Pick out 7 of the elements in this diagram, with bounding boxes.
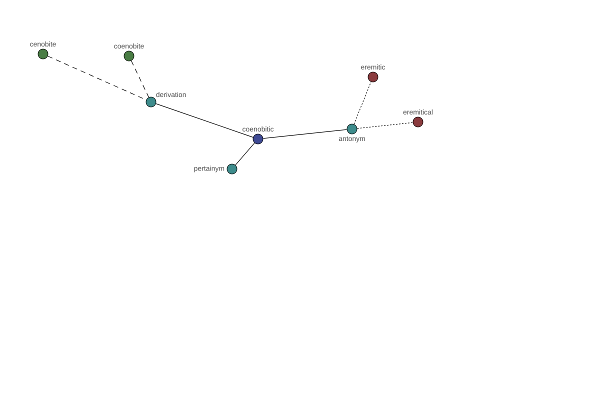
connector-line bbox=[235, 142, 255, 166]
connector-line bbox=[156, 103, 254, 138]
connector-line bbox=[356, 122, 414, 129]
connector-line bbox=[354, 82, 372, 124]
connector-line bbox=[48, 56, 146, 100]
connector-line bbox=[130, 60, 150, 98]
connector-line bbox=[262, 129, 348, 139]
